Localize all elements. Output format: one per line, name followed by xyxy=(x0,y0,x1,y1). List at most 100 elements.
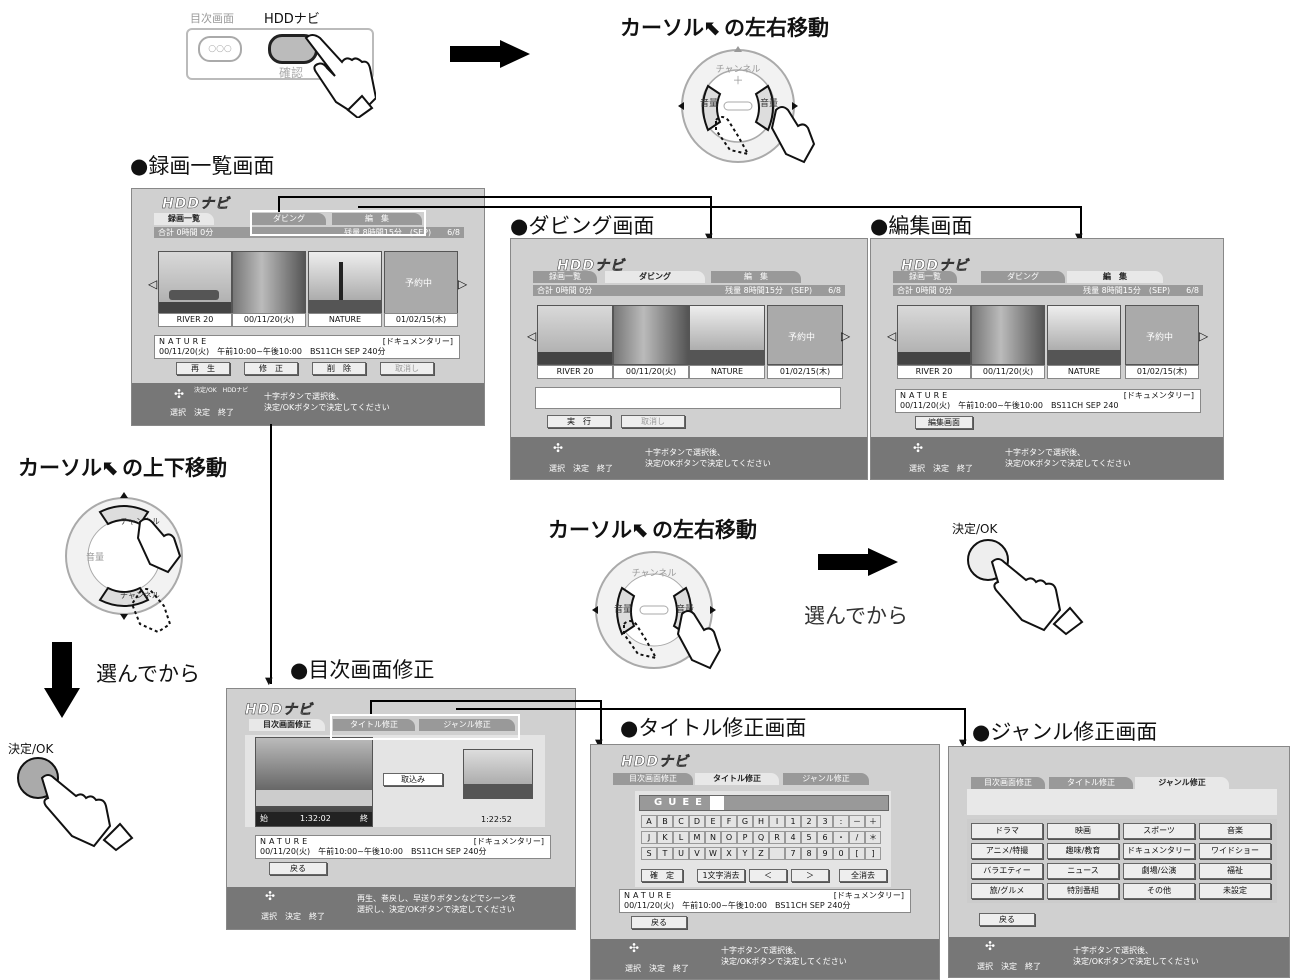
genre-button[interactable]: ニュース xyxy=(1047,863,1119,879)
char-key[interactable]: ・ xyxy=(833,831,849,844)
char-key[interactable]: N xyxy=(705,831,721,844)
thumb-1[interactable] xyxy=(158,251,232,315)
char-key[interactable]: R xyxy=(769,831,785,844)
index-screen-button[interactable]: ○○○ xyxy=(198,36,242,62)
genre-button[interactable]: ワイドショー xyxy=(1199,843,1271,859)
execute-button[interactable]: 実 行 xyxy=(547,415,611,428)
char-key[interactable]: P xyxy=(737,831,753,844)
char-key[interactable]: U xyxy=(673,847,689,860)
tab-edit[interactable]: 編 集 xyxy=(1067,271,1163,283)
char-key[interactable] xyxy=(769,847,785,860)
scroll-right-icon[interactable]: ▷ xyxy=(1199,329,1209,343)
char-key[interactable]: C xyxy=(673,815,689,828)
char-key[interactable]: ] xyxy=(865,847,881,860)
cancel-button[interactable]: 取消し xyxy=(380,362,434,375)
genre-button[interactable]: 映画 xyxy=(1047,823,1119,839)
char-key[interactable]: W xyxy=(705,847,721,860)
thumb-2[interactable] xyxy=(971,305,1045,365)
char-key[interactable]: ＋ xyxy=(865,815,881,828)
scroll-right-icon[interactable]: ▷ xyxy=(841,329,851,343)
clear-all-key[interactable]: 全消去 xyxy=(839,869,887,882)
tab-list[interactable]: 録画一覧 xyxy=(154,213,214,225)
tab-index[interactable]: 目次画面修正 xyxy=(971,777,1045,789)
char-key[interactable]: Z xyxy=(753,847,769,860)
thumb-2[interactable] xyxy=(232,251,306,315)
cursor-left-key[interactable]: ＜ xyxy=(749,869,787,882)
genre-button[interactable]: アニメ/特撮 xyxy=(971,843,1043,859)
char-key[interactable]: 9 xyxy=(817,847,833,860)
play-button[interactable]: 再 生 xyxy=(176,362,230,375)
char-key[interactable]: / xyxy=(849,831,865,844)
scroll-left-icon[interactable]: ◁ xyxy=(527,329,537,343)
thumb-3[interactable] xyxy=(1047,305,1121,365)
char-key[interactable]: 2 xyxy=(801,815,817,828)
char-key[interactable]: V xyxy=(689,847,705,860)
scroll-right-icon[interactable]: ▷ xyxy=(458,277,468,291)
thumb-reserved[interactable]: 予約中 xyxy=(767,305,843,365)
thumb-2[interactable] xyxy=(613,305,689,365)
char-key[interactable]: 4 xyxy=(785,831,801,844)
genre-button[interactable]: バラエティー xyxy=(971,863,1043,879)
char-key[interactable]: [ xyxy=(849,847,865,860)
scene-preview[interactable]: 始 1:32:02 終 xyxy=(255,737,373,827)
title-input[interactable]: GUEE xyxy=(639,795,889,811)
char-key[interactable]: － xyxy=(849,815,865,828)
genre-button[interactable]: 劇場/公演 xyxy=(1123,863,1195,879)
cursor-right-key[interactable]: ＞ xyxy=(791,869,829,882)
char-key[interactable]: B xyxy=(657,815,673,828)
index-thumb[interactable] xyxy=(463,749,533,799)
tab-edit[interactable]: 編 集 xyxy=(332,213,422,225)
modify-button[interactable]: 修 正 xyxy=(244,362,298,375)
char-key[interactable]: S xyxy=(641,847,657,860)
genre-button[interactable]: ドキュメンタリー xyxy=(1123,843,1195,859)
char-key[interactable]: F xyxy=(721,815,737,828)
genre-button[interactable]: 旅/グルメ xyxy=(971,883,1043,899)
edit-screen-button[interactable]: 編集画面 xyxy=(915,416,973,429)
thumb-reserved[interactable]: 予約中 xyxy=(1125,305,1199,365)
cancel-button[interactable]: 取消し xyxy=(621,415,685,428)
capture-button[interactable]: 取込み xyxy=(383,773,443,786)
tab-title[interactable]: タイトル修正 xyxy=(1049,777,1133,789)
back-button[interactable]: 戻る xyxy=(979,913,1035,926)
genre-button[interactable]: スポーツ xyxy=(1123,823,1195,839)
scroll-left-icon[interactable]: ◁ xyxy=(148,277,158,291)
genre-button[interactable]: 音楽 xyxy=(1199,823,1271,839)
char-key[interactable]: J xyxy=(641,831,657,844)
char-key[interactable]: M xyxy=(689,831,705,844)
delete-char-key[interactable]: 1文字消去 xyxy=(697,869,745,882)
char-key[interactable]: T xyxy=(657,847,673,860)
back-button[interactable]: 戻る xyxy=(269,862,327,875)
hdd-navi-button[interactable] xyxy=(268,34,318,64)
char-key[interactable]: 8 xyxy=(801,847,817,860)
char-key[interactable]: O xyxy=(721,831,737,844)
thumb-1[interactable] xyxy=(897,305,971,365)
char-key[interactable]: 5 xyxy=(801,831,817,844)
thumb-3[interactable] xyxy=(308,251,382,315)
char-key[interactable]: 6 xyxy=(817,831,833,844)
genre-button[interactable]: 未設定 xyxy=(1199,883,1271,899)
char-key[interactable]: X xyxy=(721,847,737,860)
genre-button[interactable]: 特別番組 xyxy=(1047,883,1119,899)
tab-dubbing[interactable]: ダビング xyxy=(605,271,705,283)
genre-button[interactable]: 趣味/教育 xyxy=(1047,843,1119,859)
tab-list[interactable]: 録画一覧 xyxy=(533,271,597,283)
char-key[interactable]: K xyxy=(657,831,673,844)
tab-index[interactable]: 目次画面修正 xyxy=(249,719,325,731)
thumb-reserved[interactable]: 予約中 xyxy=(384,251,458,315)
genre-grid[interactable]: ドラマ映画スポーツ音楽アニメ/特撮趣味/教育ドキュメンタリーワイドショーバラエテ… xyxy=(971,823,1277,903)
genre-button[interactable]: 福祉 xyxy=(1199,863,1271,879)
tab-genre[interactable]: ジャンル修正 xyxy=(419,719,515,731)
char-key[interactable]: H xyxy=(753,815,769,828)
char-key[interactable]: Q xyxy=(753,831,769,844)
char-key[interactable]: D xyxy=(689,815,705,828)
tab-genre[interactable]: ジャンル修正 xyxy=(1135,777,1229,789)
tab-title[interactable]: タイトル修正 xyxy=(333,719,415,731)
tab-index[interactable]: 目次画面修正 xyxy=(613,773,693,785)
char-key[interactable]: 3 xyxy=(817,815,833,828)
char-key[interactable]: 1 xyxy=(785,815,801,828)
genre-button[interactable]: その他 xyxy=(1123,883,1195,899)
tab-dubbing[interactable]: ダビング xyxy=(981,271,1065,283)
char-key[interactable]: E xyxy=(705,815,721,828)
char-key[interactable]: G xyxy=(737,815,753,828)
